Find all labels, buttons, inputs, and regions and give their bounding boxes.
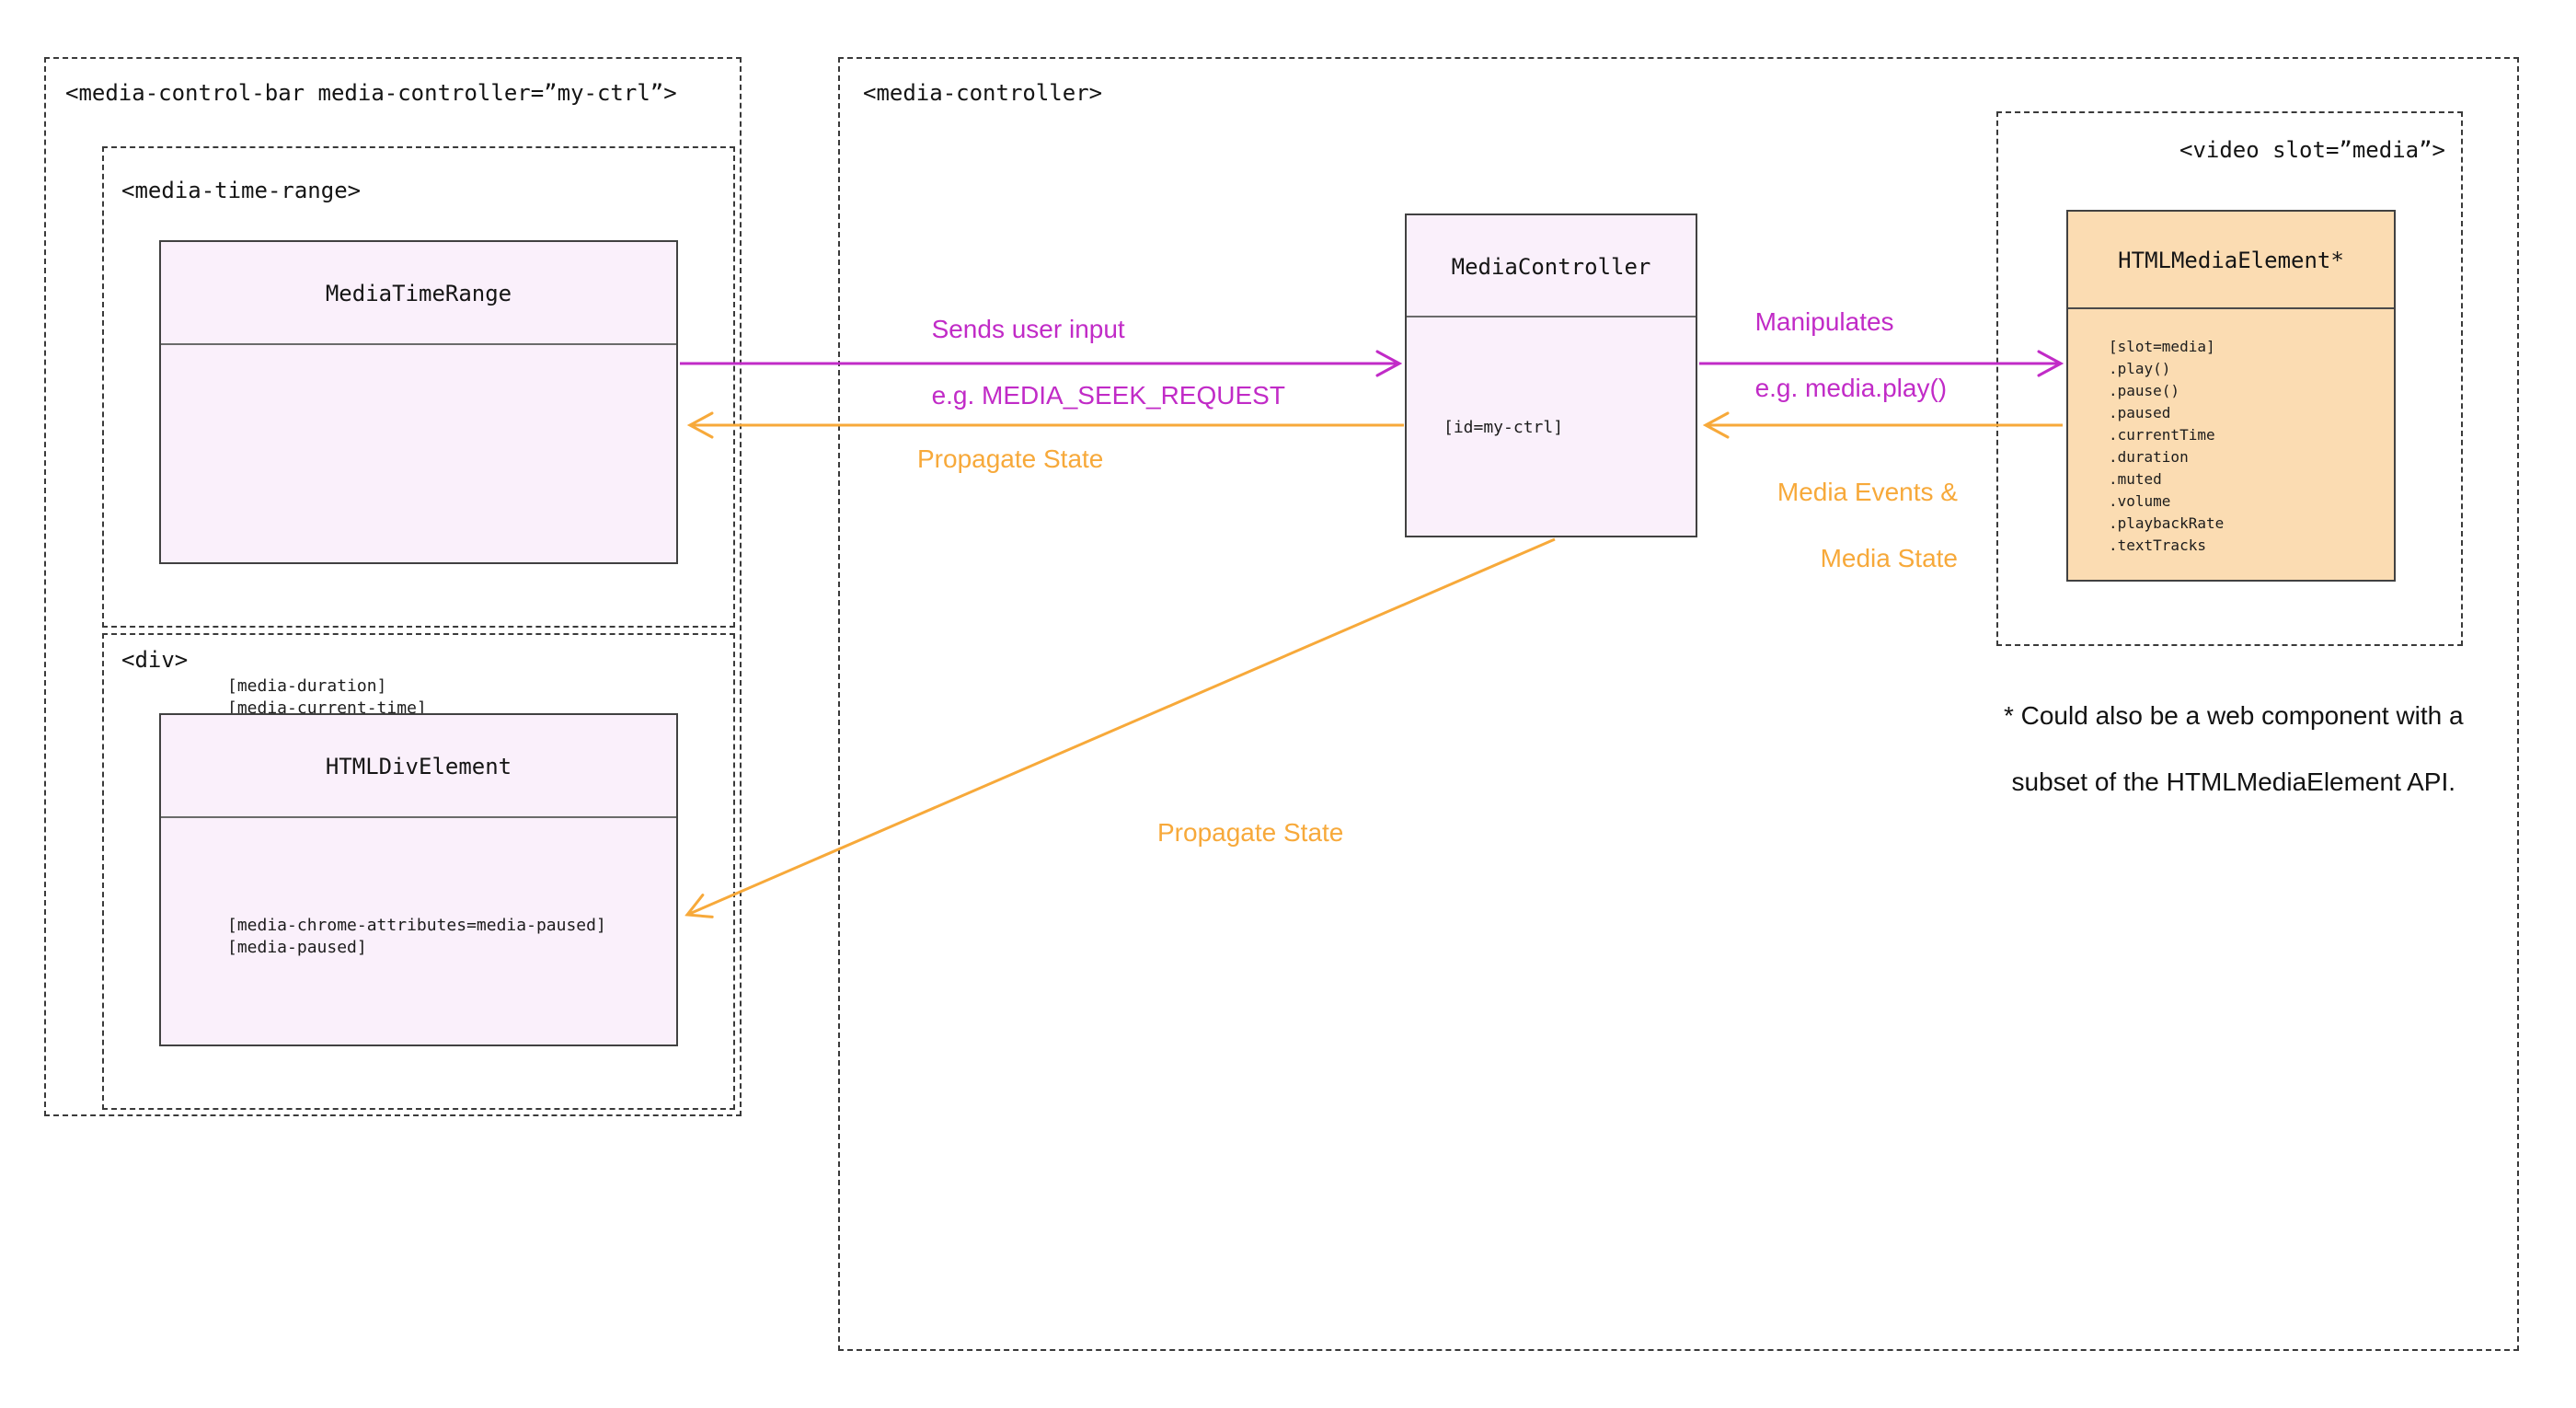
- attr-current-time: .currentTime: [2109, 426, 2215, 444]
- attr-pause: .pause(): [2109, 382, 2180, 399]
- video-slot-group: [1996, 111, 2463, 646]
- attr-muted: .muted: [2109, 470, 2162, 488]
- label-media-events-line2: Media State: [1820, 544, 1958, 572]
- media-time-range-label: <media-time-range>: [121, 178, 362, 203]
- media-time-range-class-box: MediaTimeRange [media-duration] [media-c…: [159, 240, 678, 718]
- label-propagate-state-left: Propagate State: [917, 444, 1104, 473]
- label-manipulates: Manipulates e.g. media.play(): [1741, 272, 1948, 405]
- attr-media-duration: [media-duration]: [227, 676, 387, 696]
- footnote-line1: * Could also be a web component with a: [2003, 701, 2464, 730]
- attr-duration: .duration: [2109, 448, 2189, 466]
- label-sends-user-input-line1: Sends user input: [931, 315, 1125, 343]
- attr-media-chrome-attributes: [media-chrome-attributes=media-paused]: [227, 916, 606, 935]
- attr-volume: .volume: [2109, 492, 2171, 510]
- label-media-events: Media Events & Media State: [1590, 443, 1958, 575]
- video-slot-label: <video slot=”media”>: [2179, 137, 2445, 163]
- media-controller-class-box: MediaController [id=my-ctrl]: [1405, 214, 1697, 537]
- label-sends-user-input: Sends user input e.g. MEDIA_SEEK_REQUEST: [917, 280, 1285, 412]
- media-controller-title: MediaController: [1451, 253, 1651, 280]
- html-media-element-title: HTMLMediaElement*: [2118, 248, 2344, 273]
- divider: [161, 816, 676, 818]
- divider: [161, 343, 676, 345]
- media-time-range-group: [102, 146, 735, 628]
- attr-slot-media: [slot=media]: [2109, 338, 2215, 355]
- media-control-bar-label: <media-control-bar media-controller=”my-…: [65, 80, 677, 106]
- div-label: <div>: [121, 647, 189, 673]
- attr-text-tracks: .textTracks: [2109, 537, 2206, 554]
- label-propagate-state-bottom: Propagate State: [1157, 818, 1344, 847]
- label-manipulates-line1: Manipulates: [1754, 307, 1894, 336]
- attr-paused: .paused: [2109, 404, 2171, 421]
- divider: [1407, 316, 1696, 317]
- attr-media-current-time: [media-current-time]: [227, 698, 427, 718]
- html-media-element-class-box: HTMLMediaElement* [slot=media] .play() .…: [2066, 210, 2396, 582]
- footnote: * Could also be a web component with a s…: [1969, 666, 2484, 799]
- attr-media-paused: [media-paused]: [227, 938, 367, 957]
- divider: [2068, 307, 2394, 309]
- footnote-line2: subset of the HTMLMediaElement API.: [2011, 767, 2455, 796]
- html-div-element-title: HTMLDivElement: [325, 754, 512, 779]
- attr-playback-rate: .playbackRate: [2109, 514, 2225, 532]
- attr-play: .play(): [2109, 360, 2171, 377]
- html-div-element-class-box: HTMLDivElement [media-chrome-attributes=…: [159, 713, 678, 1046]
- label-manipulates-line2: e.g. media.play(): [1754, 374, 1948, 402]
- label-sends-user-input-line2: e.g. MEDIA_SEEK_REQUEST: [931, 381, 1285, 410]
- media-time-range-title: MediaTimeRange: [325, 281, 512, 306]
- label-media-events-line1: Media Events &: [1777, 478, 1958, 506]
- media-controller-label: <media-controller>: [863, 80, 1103, 106]
- attr-id-my-ctrl: [id=my-ctrl]: [1443, 418, 1564, 437]
